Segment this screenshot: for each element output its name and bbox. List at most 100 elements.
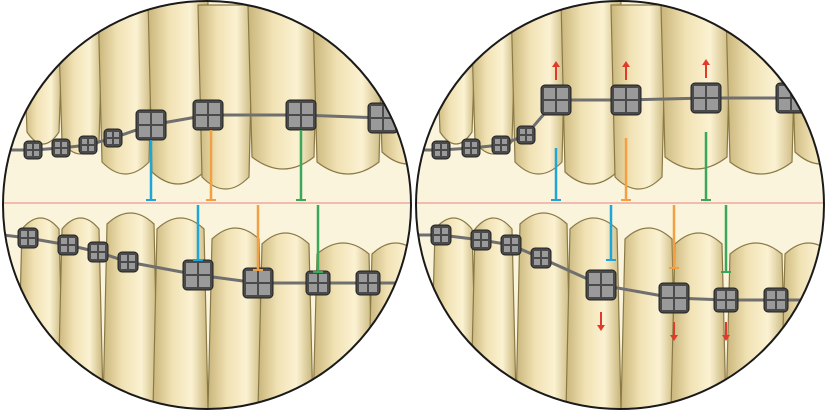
- bracket-wing: [139, 126, 150, 137]
- lower-tooth: [781, 243, 828, 405]
- bracket-wing: [359, 274, 367, 282]
- bracket-wing: [504, 246, 510, 252]
- bracket-icon: [517, 126, 535, 144]
- upper-bracket: [286, 100, 316, 130]
- bracket-wing: [707, 99, 718, 110]
- bracket-wing: [542, 259, 548, 265]
- bracket-wing: [55, 142, 60, 147]
- bracket-wing: [717, 301, 725, 309]
- lower-bracket-small: [118, 252, 138, 272]
- bracket-wing: [62, 149, 67, 154]
- bracket-wing: [544, 101, 555, 112]
- bracket-wing: [512, 238, 518, 244]
- bracket-wing: [114, 139, 119, 144]
- lower-bracket: [243, 268, 273, 298]
- bracket-wing: [371, 106, 382, 117]
- bracket-wing: [34, 144, 39, 149]
- bracket-wing: [246, 271, 257, 282]
- bracket-wing: [767, 291, 775, 299]
- bracket-wing: [627, 101, 638, 112]
- bracket-wing: [602, 286, 613, 297]
- bracket-wing: [121, 263, 127, 269]
- bracket-wing: [69, 238, 75, 244]
- bracket-wing: [69, 246, 75, 252]
- bracket-icon: [24, 141, 42, 159]
- bracket-wing: [209, 103, 220, 114]
- bracket-wing: [472, 142, 477, 147]
- upper-tooth: [248, 5, 318, 169]
- bracket-wing: [186, 263, 197, 274]
- lower-bracket-small: [431, 225, 451, 245]
- upper-tooth: [98, 0, 153, 174]
- bracket-wing: [369, 274, 377, 282]
- lower-bracket: [586, 270, 616, 300]
- bracket-wing: [502, 146, 507, 151]
- bracket-wing: [309, 274, 317, 282]
- upper-tooth: [58, 10, 103, 154]
- lower-tooth: [516, 213, 571, 410]
- lower-bracket: [659, 283, 689, 313]
- bracket-wing: [442, 236, 448, 242]
- bracket-wing: [602, 273, 613, 284]
- bracket-wing: [61, 246, 67, 252]
- bracket-wing: [107, 132, 112, 137]
- bracket-wing: [544, 88, 555, 99]
- lower-tooth: [566, 218, 621, 410]
- bracket-wing: [289, 116, 300, 127]
- lower-tooth: [153, 218, 208, 410]
- lower-bracket: [764, 288, 788, 312]
- bracket-wing: [442, 151, 447, 156]
- bracket-wing: [614, 101, 625, 112]
- bracket-wing: [675, 286, 686, 297]
- upper-bracket-small: [432, 141, 450, 159]
- bracket-wing: [82, 146, 87, 151]
- upper-tooth: [198, 5, 253, 189]
- bracket-wing: [434, 236, 440, 242]
- bracket-wing: [520, 129, 525, 134]
- bracket-wing: [89, 146, 94, 151]
- bracket-wing: [369, 284, 377, 292]
- bracket-wing: [512, 246, 518, 252]
- bracket-wing: [27, 144, 32, 149]
- bracket-wing: [474, 233, 480, 239]
- bracket-wing: [91, 253, 97, 259]
- bracket-wing: [482, 241, 488, 247]
- bracket-wing: [434, 228, 440, 234]
- bracket-wing: [196, 116, 207, 127]
- bracket-wing: [27, 151, 32, 156]
- bracket-icon: [492, 136, 510, 154]
- bracket-wing: [694, 86, 705, 97]
- bracket-wing: [717, 291, 725, 299]
- bracket-icon: [462, 139, 480, 157]
- bracket-wing: [542, 251, 548, 257]
- upper-bracket: [541, 85, 571, 115]
- bracket-wing: [442, 228, 448, 234]
- upper-tooth: [313, 10, 383, 174]
- bracket-wing: [767, 301, 775, 309]
- bracket-wing: [62, 142, 67, 147]
- bracket-wing: [319, 284, 327, 292]
- bracket-wing: [139, 113, 150, 124]
- bracket-icon: [104, 129, 122, 147]
- bracket-wing: [627, 88, 638, 99]
- upper-bracket: [691, 83, 721, 113]
- bracket-wing: [21, 239, 27, 245]
- upper-bracket: [368, 103, 398, 133]
- bracket-wing: [557, 101, 568, 112]
- bracket-wing: [129, 263, 135, 269]
- bracket-wing: [55, 149, 60, 154]
- bracket-wing: [502, 139, 507, 144]
- lower-tooth: [726, 243, 786, 410]
- lower-bracket-small: [58, 235, 78, 255]
- bracket-wing: [121, 255, 127, 261]
- bracket-wing: [199, 263, 210, 274]
- bracket-wing: [707, 86, 718, 97]
- bracket-wing: [727, 291, 735, 299]
- lower-bracket-small: [18, 228, 38, 248]
- bracket-wing: [482, 233, 488, 239]
- lower-bracket-small: [531, 248, 551, 268]
- bracket-wing: [777, 301, 785, 309]
- bracket-wing: [289, 103, 300, 114]
- bracket-wing: [209, 116, 220, 127]
